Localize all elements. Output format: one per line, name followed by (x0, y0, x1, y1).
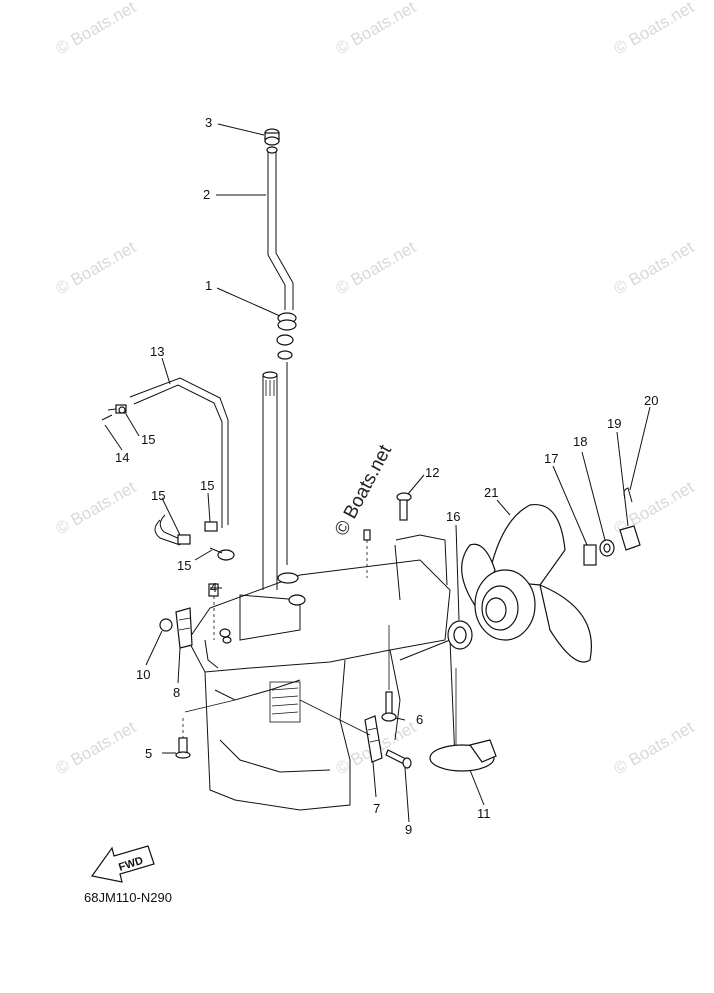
callout-15-lower[interactable]: 15 (177, 558, 191, 573)
watermark-center: © Boats.net (331, 441, 397, 539)
water-tube-assembly (262, 128, 297, 590)
watermark: © Boats.net (53, 717, 140, 778)
callout-19[interactable]: 19 (607, 416, 621, 431)
fwd-arrow: FWD (90, 845, 155, 883)
fasteners (159, 492, 412, 769)
callout-8[interactable]: 8 (173, 685, 180, 700)
callout-14[interactable]: 14 (115, 450, 129, 465)
callout-7[interactable]: 7 (373, 801, 380, 816)
watermark: © Boats.net (611, 717, 698, 778)
watermark: © Boats.net (611, 0, 698, 58)
callout-1[interactable]: 1 (205, 278, 212, 293)
callout-11[interactable]: 11 (477, 806, 491, 821)
callouts: 1 2 3 4 5 6 7 8 9 10 11 12 13 14 15 15 1… (115, 115, 658, 837)
propeller-assembly (399, 487, 641, 772)
callout-13[interactable]: 13 (150, 344, 164, 359)
watermark: © Boats.net (53, 237, 140, 298)
callout-4[interactable]: 4 (210, 580, 217, 595)
callout-6[interactable]: 6 (416, 712, 423, 727)
watermark: © Boats.net (611, 237, 698, 298)
callout-2[interactable]: 2 (203, 187, 210, 202)
callout-17[interactable]: 17 (544, 451, 558, 466)
callout-9[interactable]: 9 (405, 822, 412, 837)
watermark: © Boats.net (53, 0, 140, 58)
callout-12[interactable]: 12 (425, 465, 439, 480)
watermark: © Boats.net (333, 0, 420, 58)
callout-18[interactable]: 18 (573, 434, 587, 449)
diagram-code: 68JM110-N290 (84, 890, 172, 905)
callout-15-right[interactable]: 15 (200, 478, 214, 493)
callout-21[interactable]: 21 (484, 485, 498, 500)
leader-lines (104, 123, 651, 823)
callout-5[interactable]: 5 (145, 746, 152, 761)
hose-assembly (101, 377, 235, 640)
callout-15-left[interactable]: 15 (151, 488, 165, 503)
callout-20[interactable]: 20 (644, 393, 658, 408)
watermark: © Boats.net (333, 237, 420, 298)
callout-15-upper[interactable]: 15 (141, 432, 155, 447)
callout-10[interactable]: 10 (136, 667, 150, 682)
watermark: © Boats.net (53, 477, 140, 538)
lower-case-housing (187, 534, 451, 811)
callout-16[interactable]: 16 (446, 509, 460, 524)
callout-3[interactable]: 3 (205, 115, 212, 130)
